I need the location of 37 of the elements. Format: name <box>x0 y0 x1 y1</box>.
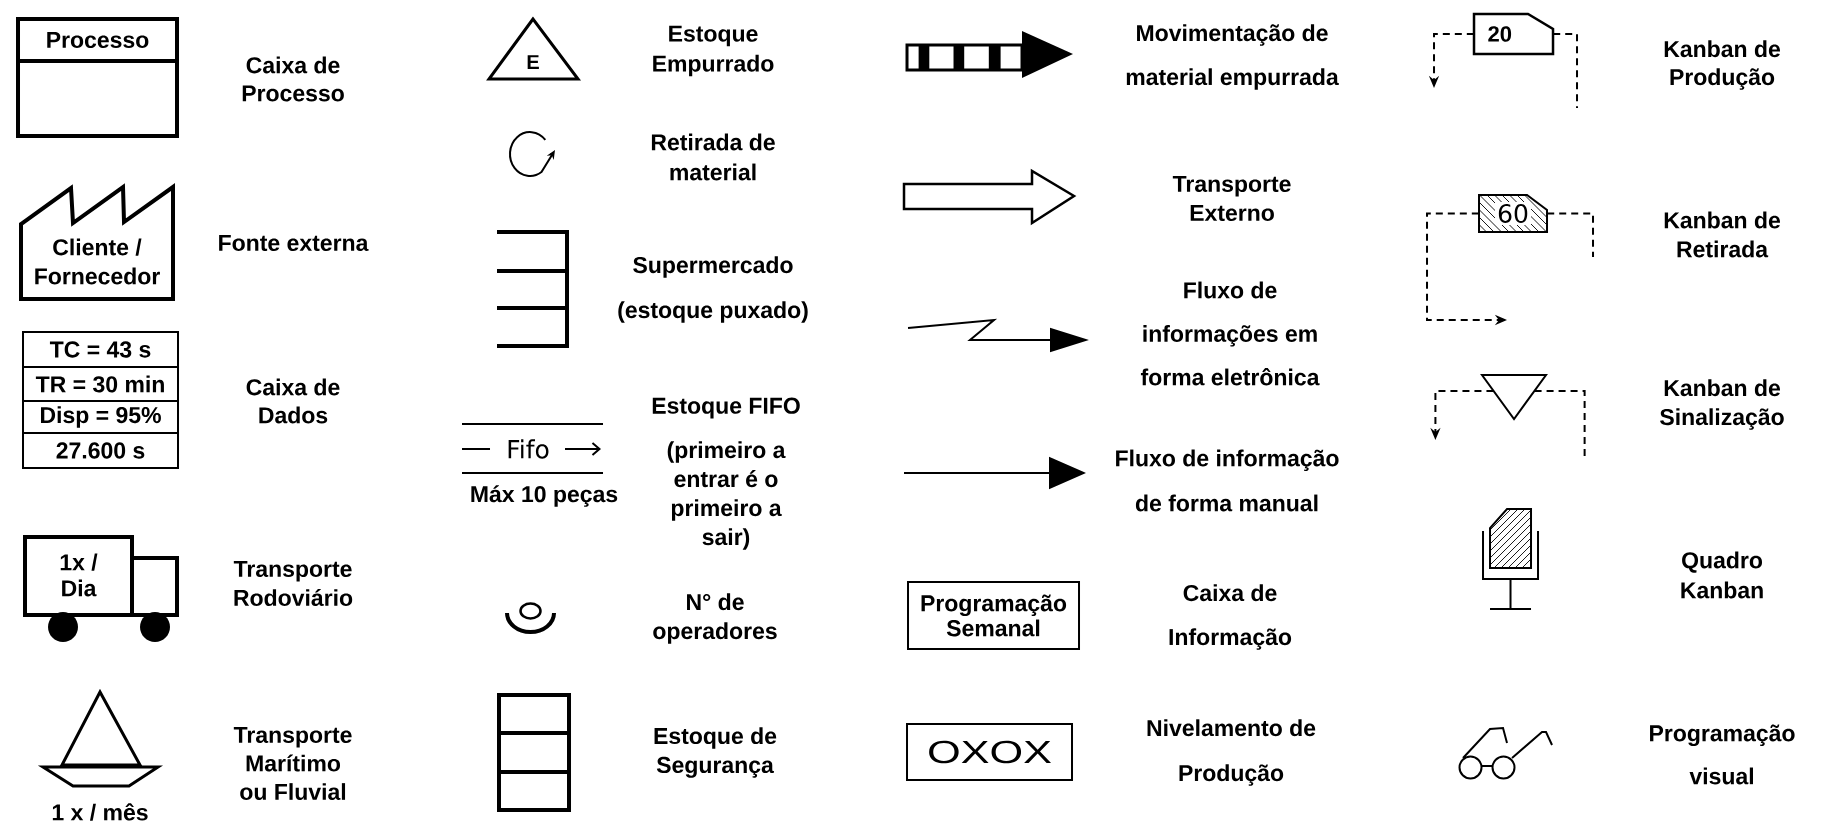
symbol-label: Kanban de Produção <box>1664 40 1780 90</box>
symbol-label: Programação visual <box>1650 724 1795 785</box>
data-cell: Disp = 95% <box>22 400 179 434</box>
symbol-label: Transporte Externo <box>1172 176 1291 221</box>
symbol-label: Caixa de Dados <box>246 378 340 424</box>
symbol-label: Quadro Kanban <box>1681 551 1763 599</box>
dashed-line <box>1552 33 1578 109</box>
symbol-label: Kanban de Sinalização <box>1660 379 1784 430</box>
symbol-label: Retirada de material <box>651 133 775 181</box>
symbol-label: Estoque Empurrado <box>653 25 774 77</box>
leveling-box: OXOX <box>906 723 1073 781</box>
capacity-label: Máx 10 peças <box>471 485 618 507</box>
info-box: Programação Semanal <box>907 581 1080 650</box>
symbol-label: N° de operadores <box>653 593 777 644</box>
symbol-label: Supermercado (estoque puxado) <box>618 256 808 323</box>
symbol-label: Movimentação de material empurrada <box>1126 24 1339 90</box>
symbol-label: Fluxo de informação de forma manual <box>1116 449 1339 512</box>
symbol-label: (primeiro a entrar é o primeiro a sair) <box>667 441 786 550</box>
data-cell: TR = 30 min <box>22 366 179 402</box>
kanban-card: 20 <box>1472 12 1555 56</box>
frequency-label: 1 x / mês <box>52 803 148 821</box>
symbol-label: Fluxo de informações em forma eletrônica <box>1140 281 1320 386</box>
symbol-label: Caixa de Informação <box>1169 584 1292 650</box>
symbol-label: Caixa de Processo <box>242 56 344 102</box>
data-cell: 27.600 s <box>22 432 179 469</box>
process-box: Processo <box>16 17 179 138</box>
symbol-label: Estoque de Segurança <box>654 727 777 778</box>
data-cell: TC = 43 s <box>22 331 179 368</box>
symbol-label: Nivelamento de Produção <box>1147 719 1316 786</box>
kanban-card: 60 <box>1478 194 1548 233</box>
dashed-line <box>1546 212 1594 258</box>
symbol-label: Transporte Marítimo ou Fluvial <box>233 727 352 801</box>
dashed-line <box>1533 390 1586 457</box>
symbol-label: Fonte externa <box>219 235 369 252</box>
symbol-label: Kanban de Retirada <box>1664 211 1780 258</box>
symbol-label: Transporte Rodoviário <box>233 561 353 607</box>
symbol-label: Estoque FIFO <box>652 397 800 419</box>
